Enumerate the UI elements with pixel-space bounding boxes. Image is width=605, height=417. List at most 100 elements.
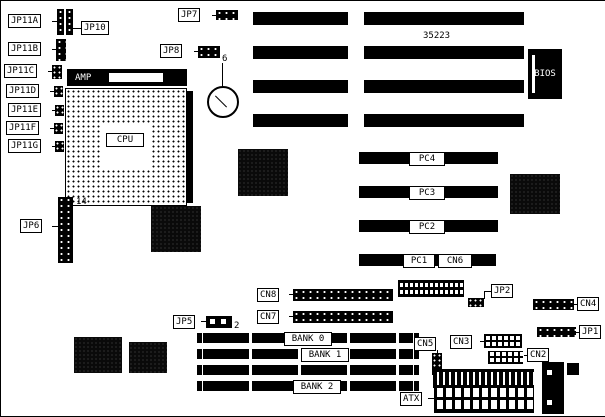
chipset-chip-1 <box>238 149 288 196</box>
jumper-jp11e <box>55 105 64 116</box>
atx-power-connector <box>434 385 534 413</box>
jp5-pin-2 <box>221 319 226 324</box>
cn6-connector <box>398 280 464 297</box>
cache-chip-2 <box>129 342 167 373</box>
jumper-jp11c <box>52 65 62 79</box>
battery <box>207 86 239 118</box>
label-jp11a: JP11A <box>8 14 42 28</box>
cn2-connector <box>488 351 523 364</box>
label-jp11b: JP11B <box>8 42 42 56</box>
cpu-socket: CPU <box>65 88 187 206</box>
chipset-chip-2 <box>151 206 201 252</box>
jumper-jp10 <box>66 9 73 35</box>
header-jp6 <box>58 197 73 263</box>
jumper-jp11f <box>54 123 63 134</box>
simm3-left-cap <box>197 365 202 375</box>
jumper-jp11g <box>55 141 64 152</box>
leader-jp11g <box>52 146 55 147</box>
simm1-left-cap <box>197 333 202 343</box>
leader-atx <box>428 398 434 399</box>
isa-slot-3-right <box>364 80 524 93</box>
label-jp11d: JP11D <box>6 84 40 98</box>
simm3-right-cap <box>414 365 419 375</box>
label-cn5: CN5 <box>414 337 437 351</box>
jumper-jp5 <box>206 316 232 328</box>
isa-slot-3-left <box>253 80 348 93</box>
label-cn3: CN3 <box>450 335 473 349</box>
jumper-jp7 <box>216 10 238 20</box>
battery-mark <box>214 95 228 108</box>
isa-slot-4-right <box>364 114 524 127</box>
leader-jp2-v <box>484 291 485 299</box>
bios-chip: BIOS <box>528 49 562 99</box>
label-cn6: CN6 <box>438 254 472 268</box>
leader-jp1 <box>576 332 579 333</box>
keyboard-connector-pin-2 <box>547 400 552 405</box>
jumper-jp11d <box>54 86 63 97</box>
jumper-jp11a <box>57 9 64 35</box>
cpu-label: CPU <box>106 133 144 147</box>
label-pc2: PC2 <box>409 220 445 234</box>
leader-jp6 <box>52 226 58 227</box>
bios-notch <box>532 55 535 93</box>
label-jp1: JP1 <box>579 325 602 339</box>
jumper-jp2 <box>468 298 484 307</box>
leader-jp7 <box>212 15 216 16</box>
simm4-right-cap <box>414 381 419 391</box>
jp8-pin-count: 6 <box>222 54 228 64</box>
keyboard-connector <box>542 362 564 414</box>
jumper-jp11b <box>56 39 66 61</box>
leader-jp11c <box>48 71 52 72</box>
keyboard-connector-pin-1 <box>547 370 552 375</box>
amp-inner-window <box>109 73 163 82</box>
jp5-pin-1 <box>210 319 215 324</box>
leader-cn4 <box>574 304 577 305</box>
label-jp11g: JP11G <box>8 139 42 153</box>
label-jp2: JP2 <box>491 284 514 298</box>
leader-cn8 <box>289 294 293 295</box>
jp1-connector <box>537 327 576 337</box>
leader-jp11a <box>52 21 57 22</box>
leader-jp5 <box>201 321 206 322</box>
label-jp8: JP8 <box>160 44 183 58</box>
simm-socket-3 <box>203 365 413 375</box>
cpu-socket-lever <box>187 91 193 203</box>
cn8-connector <box>293 289 393 301</box>
leader-jp2-h <box>484 291 491 292</box>
label-pc4: PC4 <box>409 152 445 166</box>
leader-jp11f <box>50 128 54 129</box>
isa-slot-4-left <box>253 114 348 127</box>
bios-label: BIOS <box>534 69 556 79</box>
label-jp11c: JP11C <box>4 64 38 78</box>
label-jp11e: JP11E <box>8 103 42 117</box>
label-cn4: CN4 <box>577 297 600 311</box>
leader-jp8 <box>194 51 198 52</box>
leader-jp11b <box>52 49 56 50</box>
simm2-left-cap <box>197 349 202 359</box>
aux-connector <box>567 363 579 375</box>
battery-lead <box>222 63 223 87</box>
label-cn8: CN8 <box>257 288 280 302</box>
cn5-connector <box>432 353 442 375</box>
cn7-connector <box>293 311 393 323</box>
label-pc1: PC1 <box>403 254 435 268</box>
regulator-amp-block: AMP <box>67 69 187 86</box>
label-cn7: CN7 <box>257 310 280 324</box>
jp6-pin-count: 14 <box>76 197 87 207</box>
isa-slot-2-left <box>253 46 348 59</box>
leader-cn5 <box>437 350 438 353</box>
cache-chip-1 <box>74 337 122 373</box>
label-atx: ATX <box>400 392 423 406</box>
label-jp5: JP5 <box>173 315 196 329</box>
label-jp6: JP6 <box>20 219 43 233</box>
isa-slot-1-left <box>253 12 348 25</box>
label-pc3: PC3 <box>409 186 445 200</box>
leader-cn2 <box>524 355 527 356</box>
chipset-chip-3 <box>510 174 560 214</box>
label-jp11f: JP11F <box>6 121 40 135</box>
leader-cn7 <box>289 316 293 317</box>
label-bank0: BANK 0 <box>284 332 332 346</box>
amp-label: AMP <box>75 73 92 83</box>
leader-jp10 <box>73 28 81 29</box>
